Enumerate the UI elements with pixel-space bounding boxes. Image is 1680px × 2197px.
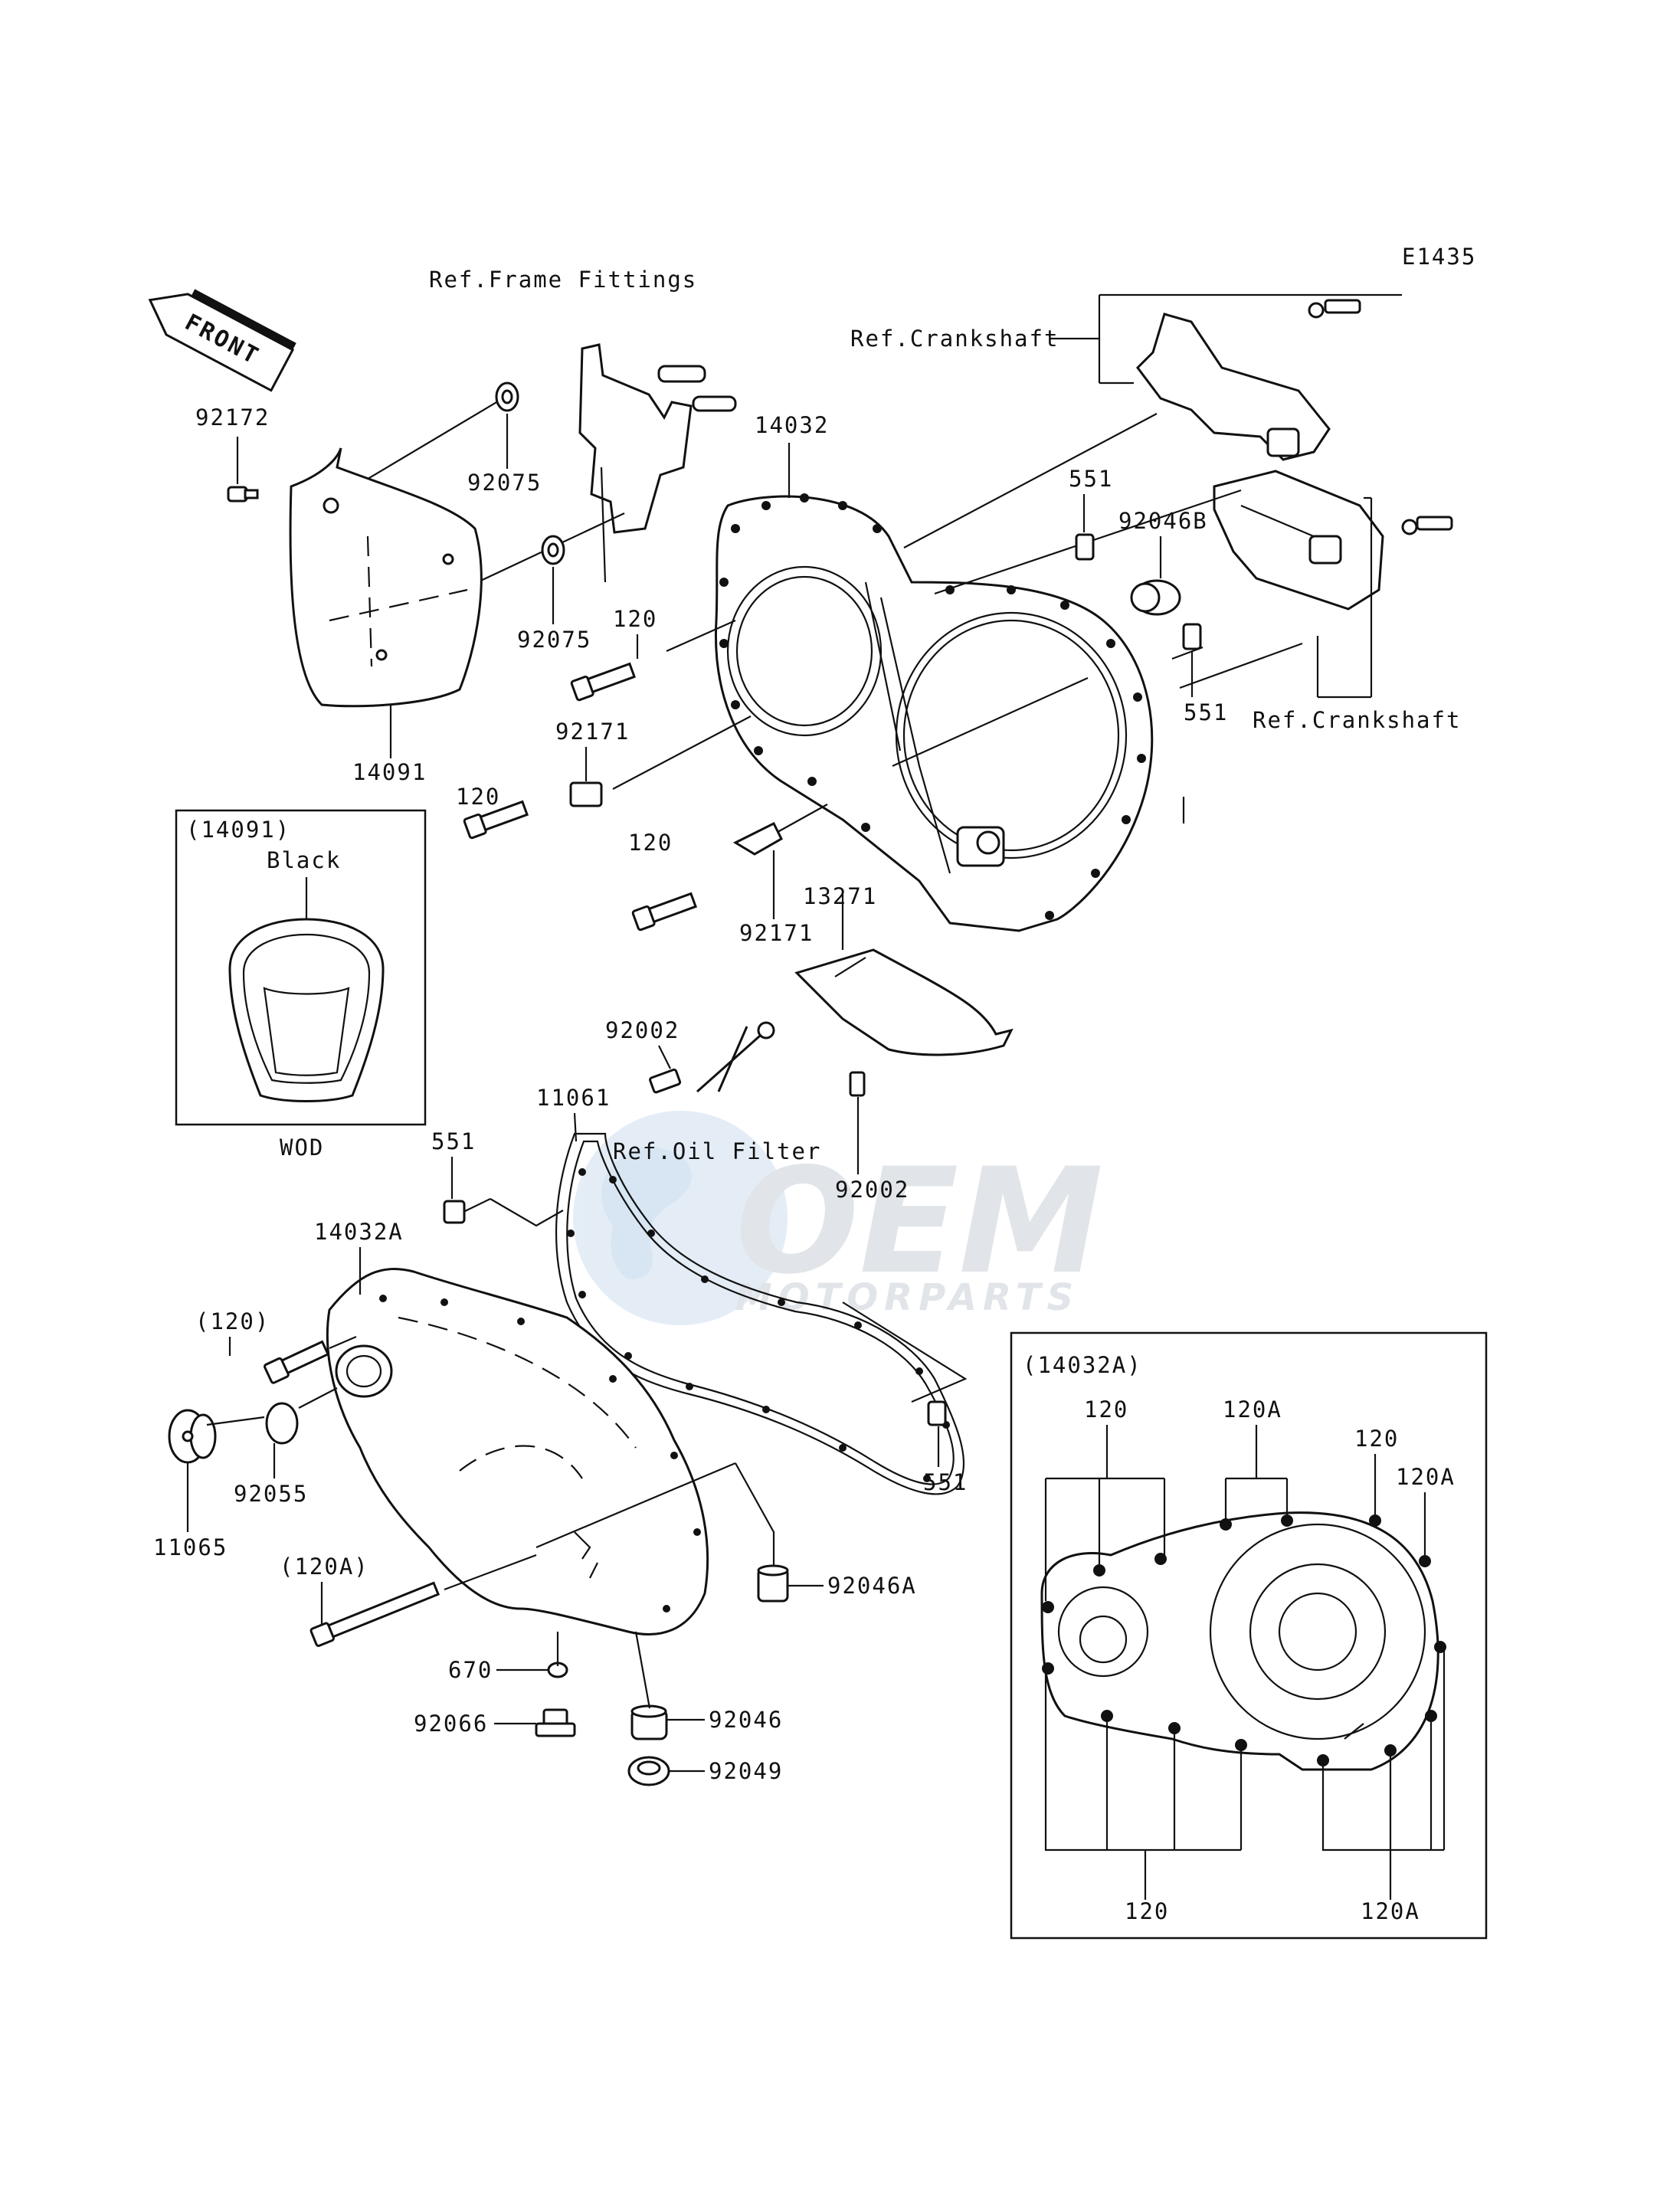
inset-cover-code: WOD xyxy=(280,1135,324,1161)
callout-120-paren: (120) xyxy=(195,1308,270,1334)
crankshaft-bracket-right xyxy=(1213,470,1453,699)
outer-cover-14032A xyxy=(326,1268,736,1635)
dowel-551-a xyxy=(1075,533,1095,561)
callout-120A-paren: (120A) xyxy=(280,1554,369,1580)
ref-frame-fittings: Ref.Frame Fittings xyxy=(429,267,697,293)
bolt-92002-b xyxy=(849,1071,866,1097)
inset-bolts-top-120-left: 120 xyxy=(1084,1396,1128,1423)
callout-92066: 92066 xyxy=(414,1711,488,1737)
callout-92049: 92049 xyxy=(709,1758,783,1784)
clamp-92171-b xyxy=(732,821,783,856)
callout-92046B: 92046B xyxy=(1118,508,1208,534)
inset-bolts-top-120A: 120A xyxy=(1223,1396,1282,1423)
callout-11061: 11061 xyxy=(536,1085,611,1111)
callout-92055: 92055 xyxy=(234,1481,308,1507)
guard-13271 xyxy=(794,892,1014,1056)
grommet-92075-b xyxy=(541,535,565,565)
bolt-120-a xyxy=(570,662,637,702)
inset-bolt-layout-box: (14032A) 120 120A 120 120A 120 120A xyxy=(1010,1331,1488,1940)
callout-14091: 14091 xyxy=(352,759,427,785)
plug-92066 xyxy=(535,1708,576,1737)
callout-670: 670 xyxy=(448,1657,493,1683)
dowel-551-c xyxy=(443,1200,466,1224)
bolt-120-c xyxy=(631,892,698,932)
watermark-tagline: MOTORPARTS xyxy=(735,1276,1079,1319)
callout-92075-a: 92075 xyxy=(467,470,542,496)
callout-92075-b: 92075 xyxy=(517,627,591,653)
frame-fitting-bracket xyxy=(578,343,737,583)
inset-bolts-bottom-120: 120 xyxy=(1125,1898,1169,1924)
callout-14032: 14032 xyxy=(755,412,829,438)
bolt-92172 xyxy=(227,486,259,503)
dowel-551-b xyxy=(1182,623,1202,650)
bolt-120A-paren xyxy=(309,1581,440,1647)
cap-11065 xyxy=(168,1409,217,1464)
inset-cover-color: Black xyxy=(267,847,341,873)
oring-92055 xyxy=(265,1402,299,1445)
cover-14091 xyxy=(289,447,483,708)
callout-120-a: 120 xyxy=(613,606,657,632)
bolt-120-b xyxy=(463,800,529,840)
callout-11065: 11065 xyxy=(153,1534,228,1560)
watermark-brand: OEM xyxy=(735,1137,1103,1306)
oil-filter-pipe xyxy=(696,1021,775,1093)
inset-bolts-bottom-120A: 120A xyxy=(1361,1898,1420,1924)
callout-92046A: 92046A xyxy=(827,1573,917,1599)
callout-92002-a: 92002 xyxy=(605,1017,680,1043)
callout-92046: 92046 xyxy=(709,1707,783,1733)
callout-551-d: 551 xyxy=(923,1469,968,1495)
front-arrow-icon: FRONT xyxy=(148,289,296,392)
bolt-92002-a xyxy=(649,1068,682,1094)
callout-92171-a: 92171 xyxy=(555,719,630,745)
callout-92171-b: 92171 xyxy=(739,920,814,946)
ref-crankshaft-top: Ref.Crankshaft xyxy=(850,326,1059,352)
callout-120-b: 120 xyxy=(456,784,500,810)
callouts: 92172 92075 92075 14091 14032 551 92046B… xyxy=(153,404,1228,1784)
callout-14032A: 14032A xyxy=(314,1219,404,1245)
inset-bolts-top-120A-right: 120A xyxy=(1396,1464,1456,1490)
callout-551-a: 551 xyxy=(1069,466,1113,492)
inset-cover-title: (14091) xyxy=(186,817,290,843)
seal-92049 xyxy=(627,1756,670,1786)
watermark: OEM MOTORPARTS xyxy=(573,1111,1103,1325)
inner-cover-14032 xyxy=(714,493,1154,932)
bearing-92046B xyxy=(1130,579,1181,616)
callout-13271: 13271 xyxy=(803,883,877,909)
callout-92172: 92172 xyxy=(195,404,270,431)
callout-551-b: 551 xyxy=(1184,699,1228,725)
ref-crankshaft-right: Ref.Crankshaft xyxy=(1253,707,1461,733)
grommet-92075-a xyxy=(495,381,519,412)
inset-bolts-top-120-right: 120 xyxy=(1354,1426,1399,1452)
diagram-code: E1435 xyxy=(1402,244,1476,270)
bolt-120-paren xyxy=(264,1340,330,1384)
callout-120-c: 120 xyxy=(628,830,673,856)
ref-oil-filter: Ref.Oil Filter xyxy=(613,1138,821,1164)
dowel-551-d xyxy=(927,1400,947,1426)
callout-551-c: 551 xyxy=(431,1128,476,1154)
inset-cover-box: (14091) Black WOD xyxy=(175,809,427,1161)
crankshaft-bracket-top xyxy=(1050,293,1402,461)
inset-bolts-title: (14032A) xyxy=(1023,1352,1142,1378)
callout-92002-b: 92002 xyxy=(835,1177,909,1203)
collar-92171-a xyxy=(569,781,603,807)
bearing-92046 xyxy=(630,1704,668,1740)
bearing-92046A xyxy=(757,1564,789,1603)
